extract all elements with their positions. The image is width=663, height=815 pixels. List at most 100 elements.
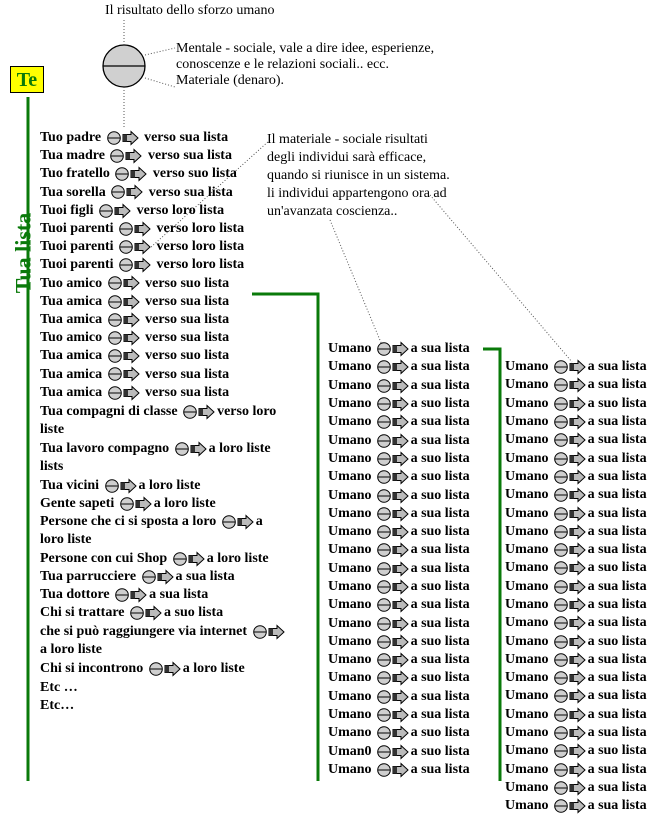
globe-arrow-icon [553,652,586,668]
te-label: Te [10,66,44,93]
left-list-item: Tua madre verso sua lista [40,148,232,164]
left-list-item: Tuo amico verso sua lista [40,330,230,346]
page-title: Il risultato dello sforzo umano [105,3,275,18]
globe-arrow-icon [376,762,409,778]
left-list-item: Tuoi parenti verso loro lista [40,257,245,273]
middle-note: Il materiale - sociale risultati degli i… [267,132,450,219]
globe-arrow-icon [376,579,409,595]
globe-arrow-icon [376,670,409,687]
globe-arrow-icon [553,560,586,577]
globe-arrow-icon [107,330,140,346]
globe-arrow-icon [110,148,143,164]
globe-arrow-icon [174,441,207,457]
globe-arrow-icon [553,432,586,448]
globe-icon [102,44,146,88]
left-list-item: Tua amica verso sua lista [40,384,230,401]
globe-arrow-icon [376,487,409,504]
left-list-item: Tuo padre verso sua lista [40,130,229,146]
globe-arrow-icon [553,670,586,686]
left-list-item: Tua amica verso suo lista [40,348,230,364]
left-list-item: Tua vicini a loro liste [40,478,201,494]
globe-arrow-icon [553,762,586,778]
left-list-item: Tuo fratello verso suo lista [40,166,237,182]
globe-arrow-icon [119,221,151,237]
left-list-item: Gente sapeti a loro liste [40,496,216,512]
globe-arrow-icon [111,184,143,201]
globe-arrow-icon [376,524,409,540]
globe-arrow-icon [107,312,140,328]
globe-arrow-icon [376,542,409,559]
globe-arrow-icon [376,744,409,760]
left-list-item: Tua parrucciere a sua lista [40,569,235,585]
left-list-item: Etc … [40,680,78,695]
globe-arrow-icon [553,487,586,503]
left-list-item: Persone con cui Shop a loro liste [40,551,269,567]
left-list-item: Tuoi figli verso loro lista [40,202,225,219]
globe-arrow-icon [553,633,586,650]
globe-arrow-icon [119,239,151,255]
left-list-item: Tua amica verso sua lista [40,366,230,383]
left-list-item: Chi si trattare a suo lista [40,605,224,621]
globe-arrow-icon [104,478,137,494]
globe-arrow-icon [376,561,409,577]
left-list-item: che si può raggiungere via internet a lo… [40,623,287,659]
left-list-item: Chi si incontrono a loro liste [40,661,245,677]
globe-arrow-icon [553,524,586,540]
globe-arrow-icon [376,469,409,485]
globe-arrow-icon [183,404,215,420]
globe-arrow-icon [119,496,152,512]
globe-arrow-icon [252,624,285,640]
globe-arrow-icon [148,661,181,677]
globe-arrow-icon [376,689,409,705]
green-connector [483,347,502,781]
globe-arrow-icon [376,414,409,430]
globe-arrow-icon [553,725,586,741]
globe-arrow-icon [107,366,140,383]
globe-arrow-icon [553,542,586,558]
globe-arrow-icon [107,275,140,292]
green-connector [252,292,320,781]
left-list-item: Etc… [40,698,75,713]
globe-arrow-icon [107,348,140,364]
connector-lines [26,20,573,781]
globe-arrow-icon [553,450,586,467]
globe-arrow-icon [119,257,151,273]
globe-arrow-icon [553,469,586,485]
globe-arrow-icon [376,652,409,668]
